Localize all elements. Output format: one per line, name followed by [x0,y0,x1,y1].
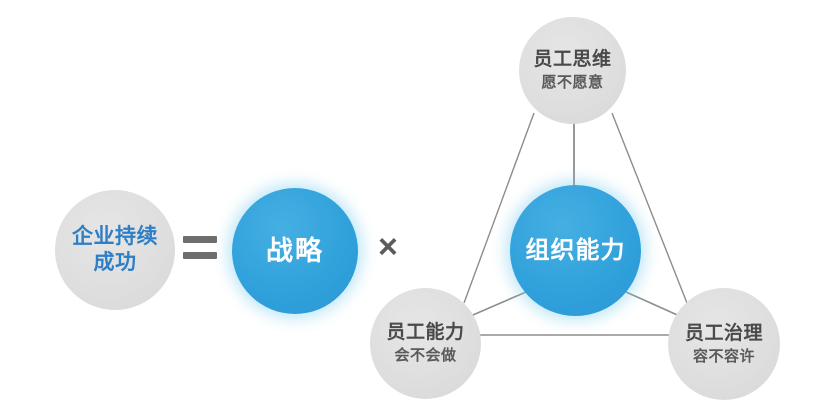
multiply-operator-icon: × [378,228,398,266]
node-employee-ability-title: 员工能力 [386,322,465,344]
equals-bar-top [183,236,217,243]
node-org-capability-title: 组织能力 [525,236,626,264]
node-employee-governance-subtitle: 容不容许 [692,347,755,365]
equals-bar-bottom [183,252,217,259]
node-sustained-success-subtitle: 成功 [93,251,137,274]
node-employee-mindset[interactable]: 员工思维 愿不愿意 [519,17,626,124]
node-employee-mindset-subtitle: 愿不愿意 [541,74,604,92]
connector-ability-to-center [465,291,527,319]
connector-mindset-to-ability [463,112,535,304]
connector-mindset-to-governance [611,112,688,304]
node-strategy[interactable]: 战略 [232,188,358,314]
connector-governance-to-center [625,291,685,319]
node-sustained-success-title: 企业持续 [72,225,158,249]
node-employee-governance[interactable]: 员工治理 容不容许 [668,288,780,400]
node-employee-ability-subtitle: 会不会做 [394,347,457,365]
node-sustained-success[interactable]: 企业持续 成功 [55,190,175,310]
node-employee-governance-title: 员工治理 [684,322,763,344]
node-employee-ability[interactable]: 员工能力 会不会做 [370,288,481,399]
node-org-capability[interactable]: 组织能力 [510,185,641,316]
equals-operator-icon [183,225,223,271]
node-employee-mindset-title: 员工思维 [533,49,612,71]
node-strategy-title: 战略 [266,235,324,266]
